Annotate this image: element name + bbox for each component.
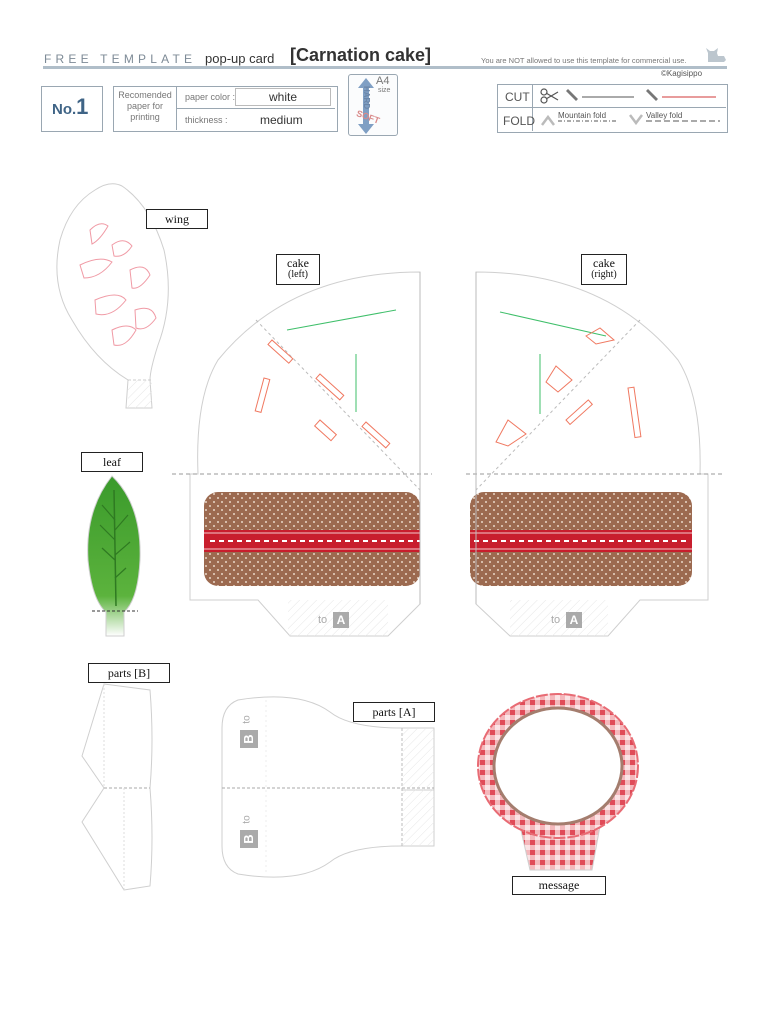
paper-size: A4 <box>376 75 390 87</box>
cat-logo-icon <box>706 48 726 62</box>
message-label: message <box>512 876 606 895</box>
cake-right-label: cake (right) <box>581 254 627 285</box>
usage-notice: You are NOT allowed to use this template… <box>481 56 687 65</box>
message-piece <box>477 693 639 871</box>
thickness-value: medium <box>260 113 303 127</box>
to-b-top-label: to <box>241 715 253 724</box>
legend-symbols <box>540 88 720 126</box>
cake-left-piece <box>172 271 432 637</box>
b-marker-bottom: B <box>240 830 258 848</box>
cut-fold-legend <box>497 84 728 133</box>
cake-right-subtitle: (right) <box>591 269 617 280</box>
template-number: No.1 <box>52 94 88 120</box>
cake-right-title: cake <box>593 256 615 270</box>
divider <box>176 87 177 130</box>
fold-label: FOLD <box>503 114 536 128</box>
header-rule <box>43 66 727 69</box>
valley-fold-label: Valley fold <box>646 111 683 120</box>
free-template-label: FREE TEMPLATE <box>44 52 197 66</box>
divider <box>532 85 533 131</box>
scissors-icon <box>540 88 559 104</box>
paper-size-box <box>348 74 398 136</box>
valley-fold-icon <box>629 114 643 126</box>
to-a-right-label: to <box>551 614 561 626</box>
parts-b-label: parts [B] <box>88 663 170 683</box>
cake-right-piece <box>466 271 724 637</box>
to-a-left-label: to <box>318 614 328 626</box>
cake-left-title: cake <box>287 256 309 270</box>
template-number-box <box>41 86 103 132</box>
divider <box>177 108 335 109</box>
mountain-fold-label: Mountain fold <box>558 111 607 120</box>
parts-a-label: parts [A] <box>353 702 435 722</box>
thickness-label: thickness : <box>185 115 228 125</box>
paper-color-label: paper color : <box>185 92 236 102</box>
cake-left-label: cake (left) <box>276 254 320 285</box>
mountain-fold-icon <box>541 114 555 126</box>
page-title: [Carnation cake] <box>290 45 432 65</box>
a-marker-left: A <box>333 612 349 628</box>
cutter-knife-icon <box>646 89 658 101</box>
a-marker-right: A <box>566 612 582 628</box>
parts-b-piece <box>81 683 153 891</box>
divider <box>498 107 726 108</box>
wing-piece <box>56 183 169 409</box>
cake-left-subtitle: (left) <box>288 269 308 280</box>
paper-size-unit: size <box>378 87 391 94</box>
parts-a-piece <box>221 696 435 878</box>
paper-color-value: white <box>235 88 331 106</box>
wing-label: wing <box>146 209 208 229</box>
cutter-knife-icon <box>566 89 578 101</box>
recommended-paper-label: Recomended paper for printing <box>118 90 172 122</box>
leaf-label: leaf <box>81 452 143 472</box>
leaf-piece <box>87 475 141 637</box>
copyright: ©Kagisippo <box>661 69 703 78</box>
recommended-paper-box <box>113 86 338 132</box>
hardness-arrow-icon <box>358 78 374 134</box>
category-label: pop-up card <box>205 51 275 66</box>
b-marker-top: B <box>240 730 258 748</box>
to-b-bottom-label: to <box>241 815 253 824</box>
template-number-value: 1 <box>76 94 89 119</box>
template-number-prefix: No. <box>52 101 77 118</box>
cut-label: CUT <box>505 90 530 104</box>
